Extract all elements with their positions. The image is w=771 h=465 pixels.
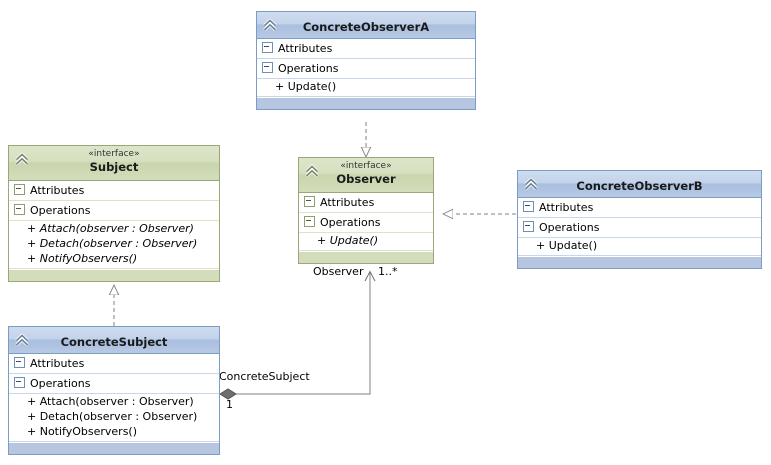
class-header-observer: «interface» Observer xyxy=(299,158,433,193)
operations-section-concretesubject[interactable]: Operations xyxy=(9,374,219,394)
operations-list-subject: + Attach(observer : Observer) + Detach(o… xyxy=(9,221,219,269)
edge-label-concretesubject-role: ConcreteSubject xyxy=(219,370,310,383)
class-footer-concreteobserverb xyxy=(518,256,761,268)
operations-list-concreteobservera: + Update() xyxy=(257,79,475,97)
operations-label: Operations xyxy=(539,221,600,234)
chevron-double-up-icon[interactable] xyxy=(523,176,539,192)
attributes-label: Attributes xyxy=(278,42,333,55)
operation-item: + NotifyObservers() xyxy=(27,425,138,438)
operation-item: + Detach(observer : Observer) xyxy=(27,410,198,423)
chevron-double-up-icon[interactable] xyxy=(14,332,30,348)
class-box-subject[interactable]: «interface» Subject Attributes Operation… xyxy=(8,145,220,282)
attributes-label: Attributes xyxy=(539,201,594,214)
minus-box-icon[interactable] xyxy=(523,221,534,232)
attributes-section-concreteobservera[interactable]: Attributes xyxy=(257,39,475,59)
minus-box-icon[interactable] xyxy=(523,201,534,212)
class-header-subject: «interface» Subject xyxy=(9,146,219,181)
operations-list-concreteobserverb: + Update() xyxy=(518,238,761,256)
class-box-observer[interactable]: «interface» Observer Attributes Operatio… xyxy=(298,157,434,264)
class-box-concreteobservera[interactable]: ConcreteObserverA Attributes Operations … xyxy=(256,11,476,110)
attributes-label: Attributes xyxy=(30,184,85,197)
class-name-subject: Subject xyxy=(89,160,139,174)
operation-item: + Update() xyxy=(275,80,337,93)
operation-item: + Detach(observer : Observer) xyxy=(27,237,198,250)
operations-section-observer[interactable]: Operations xyxy=(299,213,433,233)
class-footer-subject xyxy=(9,269,219,281)
operations-list-concretesubject: + Attach(observer : Observer) + Detach(o… xyxy=(9,394,219,442)
attributes-section-observer[interactable]: Attributes xyxy=(299,193,433,213)
class-footer-observer xyxy=(299,251,433,263)
minus-box-icon[interactable] xyxy=(14,377,25,388)
class-name-observer: Observer xyxy=(336,172,396,186)
edge-label-observer-multiplicity: 1..* xyxy=(378,265,398,278)
stereotype-subject: «interface» xyxy=(88,149,140,159)
edge-label-observer-role: Observer xyxy=(313,265,364,278)
class-name-concretesubject: ConcreteSubject xyxy=(60,335,168,349)
attributes-label: Attributes xyxy=(30,357,85,370)
operations-section-concreteobservera[interactable]: Operations xyxy=(257,59,475,79)
attributes-section-subject[interactable]: Attributes xyxy=(9,181,219,201)
operations-label: Operations xyxy=(30,377,91,390)
class-box-concretesubject[interactable]: ConcreteSubject Attributes Operations + … xyxy=(8,326,220,455)
minus-box-icon[interactable] xyxy=(14,184,25,195)
class-header-concreteobservera: ConcreteObserverA xyxy=(257,12,475,39)
operations-label: Operations xyxy=(278,62,339,75)
minus-box-icon[interactable] xyxy=(304,216,315,227)
chevron-double-up-icon[interactable] xyxy=(304,163,320,179)
operations-label: Operations xyxy=(320,216,381,229)
class-name-concreteobserverb: ConcreteObserverB xyxy=(576,179,703,193)
stereotype-observer: «interface» xyxy=(340,161,392,171)
operations-section-subject[interactable]: Operations xyxy=(9,201,219,221)
minus-box-icon[interactable] xyxy=(14,204,25,215)
chevron-double-up-icon[interactable] xyxy=(262,17,278,33)
minus-box-icon[interactable] xyxy=(262,62,273,73)
operation-item: + NotifyObservers() xyxy=(27,252,138,265)
operations-label: Operations xyxy=(30,204,91,217)
operation-item: + Attach(observer : Observer) xyxy=(27,395,194,408)
class-footer-concreteobservera xyxy=(257,97,475,109)
edge-label-concretesubject-multiplicity: 1 xyxy=(226,398,233,411)
class-header-concreteobserverb: ConcreteObserverB xyxy=(518,171,761,198)
class-name-concreteobservera: ConcreteObserverA xyxy=(302,20,430,34)
operation-item: + Attach(observer : Observer) xyxy=(27,222,194,235)
minus-box-icon[interactable] xyxy=(262,42,273,53)
minus-box-icon[interactable] xyxy=(304,196,315,207)
operations-list-observer: + Update() xyxy=(299,233,433,251)
chevron-double-up-icon[interactable] xyxy=(14,151,30,167)
class-footer-concretesubject xyxy=(9,442,219,454)
minus-box-icon[interactable] xyxy=(14,357,25,368)
operation-item: + Update() xyxy=(536,239,598,252)
attributes-section-concreteobserverb[interactable]: Attributes xyxy=(518,198,761,218)
operation-item: + Update() xyxy=(317,234,379,247)
attributes-label: Attributes xyxy=(320,196,375,209)
class-box-concreteobserverb[interactable]: ConcreteObserverB Attributes Operations … xyxy=(517,170,762,269)
attributes-section-concretesubject[interactable]: Attributes xyxy=(9,354,219,374)
operations-section-concreteobserverb[interactable]: Operations xyxy=(518,218,761,238)
class-header-concretesubject: ConcreteSubject xyxy=(9,327,219,354)
